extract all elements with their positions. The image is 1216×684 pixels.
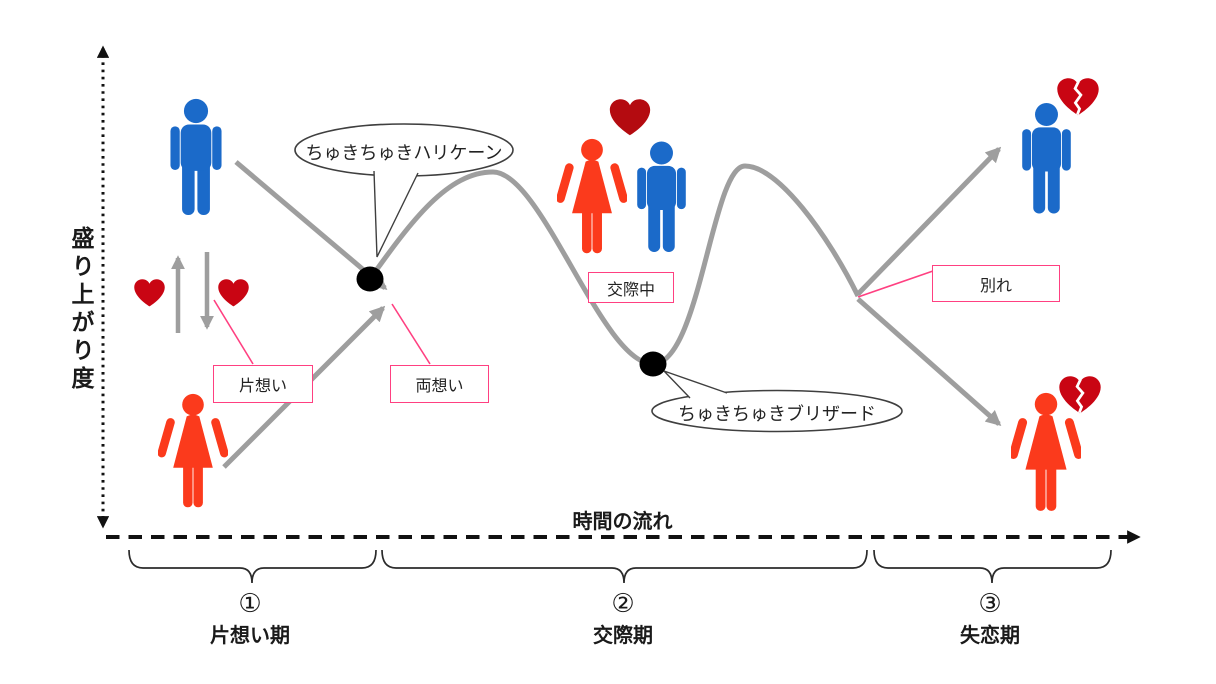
- leader-line-mutual: [391, 303, 431, 365]
- phase-number: ①: [238, 588, 262, 618]
- phase-number: ③: [978, 588, 1002, 618]
- one-sided-love-label: 片想い: [213, 365, 313, 403]
- female-figure-icon: [1011, 392, 1081, 511]
- leader-line-breakup: [857, 270, 934, 298]
- female-figure-icon: [557, 138, 627, 254]
- dating-label: 交際中: [588, 272, 674, 303]
- phase-name: 失恋期: [960, 625, 1020, 648]
- speech-bubble-hurricane: [294, 123, 514, 258]
- phase-bracket-3: [873, 549, 1112, 584]
- y-axis-label: 盛り上がり度: [68, 226, 94, 394]
- x-axis-label: 時間の流れ: [572, 511, 673, 533]
- mutual-love-label: 両想い: [390, 365, 489, 403]
- broken-heart-icon: [1058, 376, 1102, 414]
- phase-one-sided-period: ① 片想い期: [170, 588, 330, 648]
- excitement-curve: [367, 163, 861, 367]
- blizzard-bubble-text: ちゅきちゅきブリザード: [678, 404, 876, 424]
- phase-number: ②: [611, 588, 635, 618]
- phase-bracket-2: [381, 549, 868, 584]
- leader-line-one-sided: [213, 299, 254, 365]
- breakup-label: 別れ: [932, 265, 1060, 302]
- mutual-love-point: [356, 266, 384, 292]
- heart-icon: [609, 99, 651, 136]
- male-figure-icon: [1022, 103, 1071, 214]
- broken-heart-icon: [1056, 78, 1100, 116]
- speech-bubble-blizzard: [651, 370, 903, 433]
- arrow-man-to-meeting: [234, 160, 388, 291]
- phase-name: 交際期: [593, 625, 653, 648]
- arrow-breakup-to-man: [856, 146, 1002, 296]
- female-figure-icon: [158, 393, 228, 508]
- heart-icon: [218, 279, 249, 307]
- heart-icon: [134, 279, 165, 307]
- arrow-breakup-to-woman: [856, 297, 1002, 427]
- hurricane-bubble-text: ちゅきちゅきハリケーン: [305, 143, 503, 163]
- male-figure-icon: [637, 141, 686, 252]
- phase-bracket-1: [128, 549, 377, 584]
- phase-name: 片想い期: [210, 625, 290, 648]
- blizzard-point: [639, 351, 667, 377]
- male-figure-icon: [170, 98, 222, 215]
- phase-dating-period: ② 交際期: [543, 588, 703, 648]
- phase-heartbreak-period: ③ 失恋期: [910, 588, 1070, 648]
